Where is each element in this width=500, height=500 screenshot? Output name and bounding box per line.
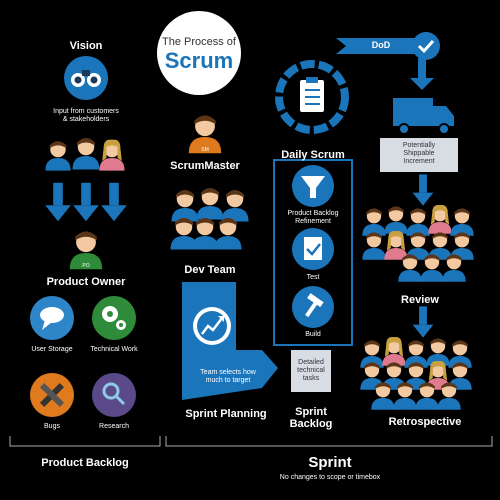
- product-backlog-label: Product Backlog: [41, 457, 129, 469]
- backlog-item-technical-work: Technical Work: [90, 346, 138, 353]
- test-label: Test: [306, 274, 320, 281]
- speech-bubble-icon: [30, 296, 74, 340]
- stakeholders-group: [45, 138, 125, 171]
- sprint-planning-caption: Team selects how much to target: [200, 369, 256, 384]
- retrospective-label: Retrospective: [388, 416, 462, 428]
- gears-icon: [92, 296, 136, 340]
- product-owner-badge: PO: [82, 263, 90, 269]
- hammer-icon: [292, 286, 334, 328]
- refinement-label: Product Backlog Refinement: [287, 210, 339, 225]
- sprint-backlog-label: Sprint Backlog: [289, 406, 333, 430]
- sprint-caption: No changes to scope or timebox: [279, 474, 381, 481]
- sprint-label: Sprint: [308, 454, 352, 471]
- cycle-icon: [275, 60, 349, 134]
- dev-team-group: [170, 188, 249, 250]
- increment-label: Potentially Shippable Increment: [402, 142, 436, 165]
- arrow-down-icon: [410, 58, 434, 90]
- binoculars-icon: [64, 56, 108, 100]
- vision-caption: Input from customers & stakeholders: [53, 108, 119, 123]
- title-line1: The Process of: [162, 36, 236, 48]
- review-label: Review: [401, 294, 439, 306]
- daily-scrum-label: Daily Scrum: [281, 149, 345, 161]
- page-title: Scrum: [164, 48, 234, 73]
- dod-banner: [336, 32, 440, 60]
- arrow-down-icon: [412, 306, 434, 338]
- backlog-item-research: Research: [99, 423, 129, 430]
- scrum-master-avatar: [188, 115, 222, 154]
- truck-icon: [393, 98, 454, 135]
- clipboard-check-icon: [292, 228, 334, 270]
- backlog-item-user-storage: User Storage: [31, 346, 73, 353]
- magnifier-icon: [92, 373, 136, 417]
- dod-label: DoD: [371, 40, 391, 50]
- arrow-down-icon: [412, 174, 434, 206]
- sprint-planning-label: Sprint Planning: [185, 408, 267, 420]
- sprint-backlog-card: Detailed technical tasks: [297, 359, 325, 382]
- sprint-planning-arrow: [182, 282, 278, 400]
- title-badge: [157, 11, 241, 95]
- backlog-item-bugs: Bugs: [44, 423, 60, 430]
- retrospective-group: [360, 336, 472, 410]
- tools-icon: [30, 373, 74, 417]
- funnel-icon: [292, 165, 334, 207]
- product-owner-avatar: [69, 231, 103, 270]
- scrum-master-label: ScrumMaster: [170, 160, 240, 172]
- product-owner-label: Product Owner: [46, 276, 126, 288]
- arrow-down-icon: [45, 182, 127, 222]
- scrum-master-badge: SM: [201, 147, 209, 153]
- build-label: Build: [305, 331, 321, 338]
- review-group: [362, 204, 474, 282]
- dev-team-label: Dev Team: [184, 264, 236, 276]
- vision-label: Vision: [69, 40, 103, 52]
